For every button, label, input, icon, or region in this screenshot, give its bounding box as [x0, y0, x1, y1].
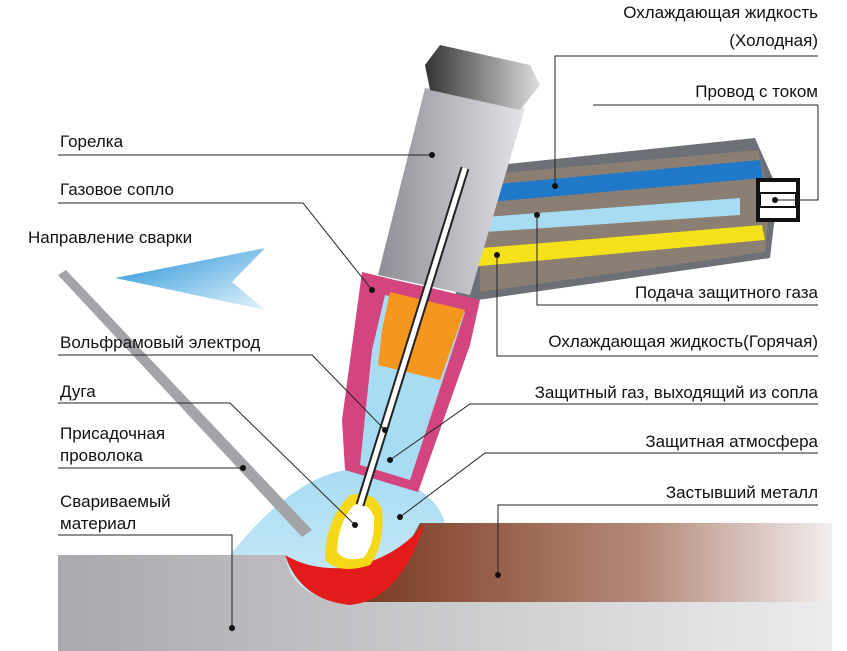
label-tungsten-electrode: Вольфрамовый электрод	[60, 333, 260, 352]
gas-channel	[485, 198, 740, 232]
label-torch: Горелка	[60, 132, 124, 151]
label-welding-direction: Направление сварки	[28, 228, 192, 247]
label-base-material-2: материал	[60, 514, 136, 533]
label-arc: Дуга	[60, 382, 96, 401]
label-power-cable: Провод с током	[695, 82, 818, 101]
insulator	[378, 292, 465, 380]
arc-core	[337, 504, 375, 560]
label-shielding-gas-out: Защитный газ, выходящий из сопла	[535, 383, 819, 402]
electrode-core	[357, 167, 468, 506]
coolant-hot-channel	[458, 225, 765, 268]
label-base-material: Свариваемый	[60, 492, 171, 511]
solidified-metal	[360, 523, 832, 602]
torch-cap	[425, 45, 540, 110]
label-filler-wire: Присадочная	[60, 424, 165, 443]
coolant-cold-channel	[455, 160, 763, 205]
torch-body	[378, 88, 525, 295]
label-shielding-atmosphere: Защитная атмосфера	[645, 432, 818, 451]
label-coolant-cold-sub: (Холодная)	[729, 31, 818, 50]
label-gas-nozzle: Газовое сопло	[60, 180, 174, 199]
label-solidified-metal: Застывший металл	[666, 483, 818, 502]
weld-pool	[285, 523, 425, 605]
label-shielding-gas-supply: Подача защитного газа	[635, 283, 819, 302]
label-filler-wire-2: проволока	[60, 446, 143, 465]
welding-direction-arrow	[115, 248, 265, 310]
leader-lines	[58, 55, 819, 631]
label-coolant-hot: Охлаждающая жидкость(Горячая)	[548, 332, 818, 351]
label-coolant-cold: Охлаждающая жидкость	[623, 3, 818, 22]
